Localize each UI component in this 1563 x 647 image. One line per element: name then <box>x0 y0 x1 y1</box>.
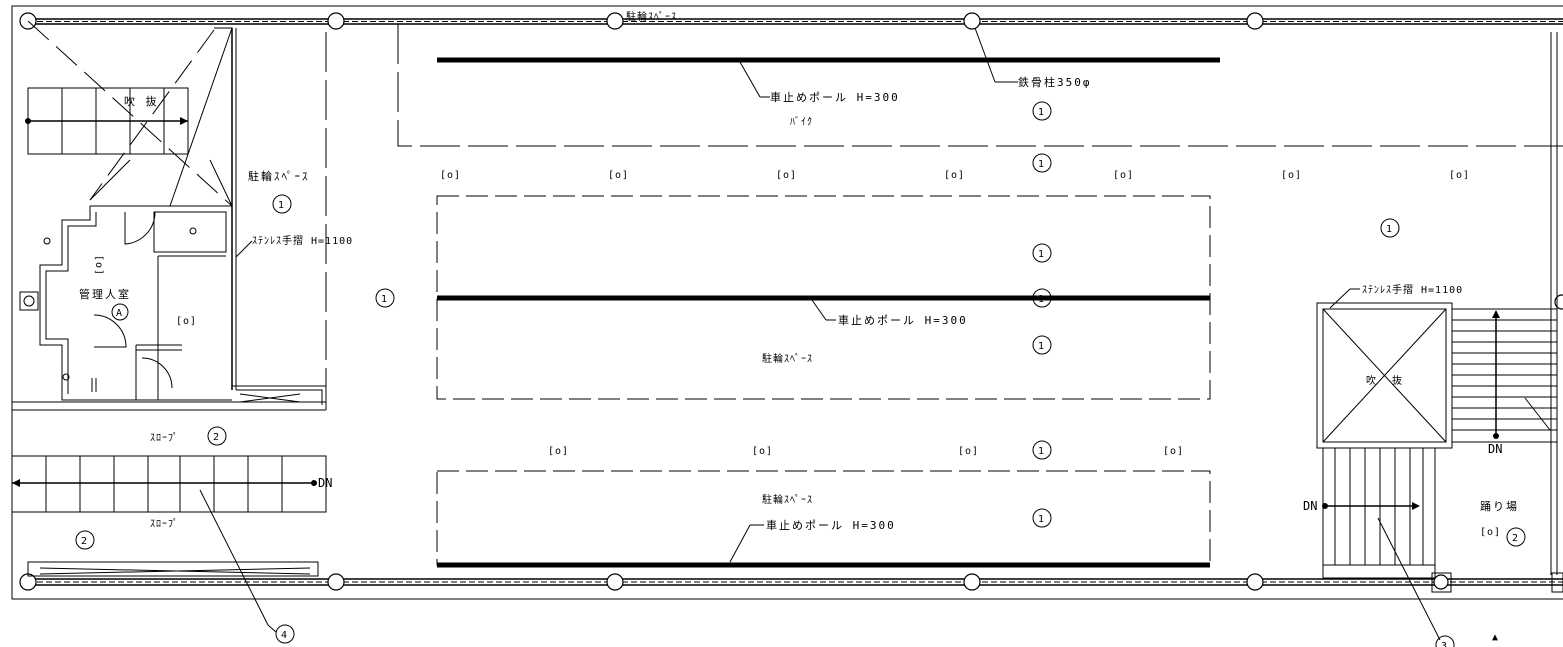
column-icon <box>1433 574 1449 590</box>
void-right-label: 吹 <box>1366 374 1377 387</box>
right-stair-vertical: DN <box>1451 308 1558 456</box>
mark-1-label: 1 <box>1038 107 1045 118</box>
dn-stair-right-label: DN <box>1488 442 1502 456</box>
column-icon <box>1246 12 1264 30</box>
lower-stair: DN <box>11 455 332 513</box>
mark-2-icon <box>75 530 95 550</box>
landing-label: 踊り場 <box>1480 500 1519 513</box>
ac-unit-icon: [o] <box>944 170 965 181</box>
mark-1-icon <box>1032 101 1052 121</box>
steel-column-label: 鉄骨柱350φ <box>1018 75 1092 89</box>
handrail-right-label: ｽﾃﾝﾚｽ手摺 H=1100 <box>1362 283 1463 296</box>
slope-2-label: ｽﾛｰﾌﾟ <box>150 518 179 530</box>
dn-left-label: DN <box>318 476 332 490</box>
right-stair-lower: DN <box>1303 447 1441 641</box>
ac-unit-vertical-icon: [o] <box>93 255 104 276</box>
mark-1-label: 1 <box>1038 249 1045 260</box>
void-right-label-2: 抜 <box>1392 374 1403 387</box>
upper-stair <box>25 87 189 155</box>
manager-room-label: 管理人室 <box>79 287 131 301</box>
mark-2-label: 2 <box>213 432 220 443</box>
mark-1-icon <box>375 288 395 308</box>
drawing-frame <box>11 5 1563 600</box>
mark-1-label: 1 <box>1038 446 1045 457</box>
ac-unit-icon: [o] <box>1163 446 1184 457</box>
ac-unit-icon: [o] <box>440 170 461 181</box>
mark-1-icon <box>272 194 292 214</box>
mark-1-label: 1 <box>1038 294 1045 305</box>
manager-room: [o] 管理人室 A [o] <box>19 206 232 401</box>
slope-1-label: ｽﾛｰﾌﾟ <box>150 432 179 444</box>
bike-parking-middle: 車止めポール H=300 駐輪ｽﾍﾟｰｽ 1 1 1 <box>436 195 1211 400</box>
mark-3-icon <box>1435 635 1455 647</box>
car-stop-low-label: 車止めポール H=300 <box>766 518 896 532</box>
ac-unit-icon: [o] <box>776 170 797 181</box>
bicycle-space-low-label: 駐輪ｽﾍﾟｰｽ <box>762 493 813 506</box>
mark-2-label: 2 <box>81 536 88 547</box>
mark-2-label: 2 <box>1512 533 1519 544</box>
mark-1-label: 1 <box>1386 224 1393 235</box>
mark-a-label: A <box>116 308 123 319</box>
mark-1-icon <box>1032 288 1052 308</box>
mark-1-icon <box>1032 440 1052 460</box>
left-block: 吹 抜 [o] 管理 <box>11 20 395 644</box>
mark-2-icon <box>1506 527 1526 547</box>
ac-unit-icon: [o] <box>176 316 197 327</box>
mark-1-label: 1 <box>1038 159 1045 170</box>
column-icon <box>963 12 981 30</box>
mark-1-icon <box>1032 335 1052 355</box>
bicycle-space-left-label: 駐輪ｽﾍﾟｰｽ <box>248 169 310 183</box>
void-left-label: 吹 抜 <box>124 94 159 108</box>
bicycle-space-mid-label: 駐輪ｽﾍﾟｰｽ <box>762 352 813 365</box>
mark-1-label: 1 <box>1038 514 1045 525</box>
mark-3-label: 3 <box>1441 641 1448 647</box>
right-block: 1 ｽﾃﾝﾚｽ手摺 H=1100 吹 抜 DN <box>1303 218 1558 647</box>
car-stop-top-label: 車止めポール H=300 <box>770 90 900 104</box>
ac-unit-icon: [o] <box>1449 170 1470 181</box>
bicycle-space-top-label: 駐輪ｽﾍﾟｰｽ <box>626 10 677 23</box>
ac-row-top: [o] [o] [o] [o] [o] [o] [o] <box>440 170 1470 181</box>
ac-row-middle: [o] [o] [o] [o] 1 <box>548 440 1184 460</box>
column-icon <box>1246 573 1264 591</box>
mark-4-icon <box>275 624 295 644</box>
mark-1-icon <box>1380 218 1400 238</box>
ac-unit-icon: [o] <box>1281 170 1302 181</box>
mark-a-icon <box>111 303 129 321</box>
car-stop-mid-label: 車止めポール H=300 <box>838 313 968 327</box>
ac-unit-icon: [o] <box>752 446 773 457</box>
bottom-beam <box>28 578 1563 586</box>
ac-unit-icon: [o] <box>1480 527 1501 538</box>
column-icon <box>327 573 345 591</box>
bike-parking-bottom: 駐輪ｽﾍﾟｰｽ 車止めポール H=300 1 <box>436 470 1211 568</box>
column-icon <box>606 12 624 30</box>
dn-stair-bottom-label: DN <box>1303 499 1317 513</box>
column-icon <box>327 12 345 30</box>
void-left: 吹 抜 <box>27 20 233 207</box>
steel-columns <box>19 12 1563 593</box>
ac-unit-icon: [o] <box>1113 170 1134 181</box>
bike-parking-top: 車止めポール H=300 ﾊﾞｲｸ 駐輪ｽﾍﾟｰｽ 鉄骨柱350φ 1 1 <box>397 10 1563 173</box>
mark-2-icon <box>207 426 227 446</box>
column-icon <box>963 573 981 591</box>
ac-unit-icon: [o] <box>608 170 629 181</box>
mark-1-label: 1 <box>278 200 285 211</box>
ac-unit-icon: [o] <box>548 446 569 457</box>
column-icon <box>1431 572 1452 593</box>
mark-1-label: 1 <box>1038 341 1045 352</box>
triangle-marker-icon: ▲ <box>1492 632 1499 643</box>
ac-unit-icon: [o] <box>958 446 979 457</box>
mark-1-icon <box>1032 243 1052 263</box>
mark-1-icon <box>1032 153 1052 173</box>
mark-4-label: 4 <box>281 630 288 641</box>
bike-label: ﾊﾞｲｸ <box>790 116 813 128</box>
mark-1-icon <box>1032 508 1052 528</box>
handrail-left-label: ｽﾃﾝﾚｽ手摺 H=1100 <box>252 234 353 247</box>
mark-1-label: 1 <box>381 294 388 305</box>
column-icon <box>1554 294 1563 310</box>
column-icon <box>606 573 624 591</box>
top-beam <box>28 18 1563 25</box>
